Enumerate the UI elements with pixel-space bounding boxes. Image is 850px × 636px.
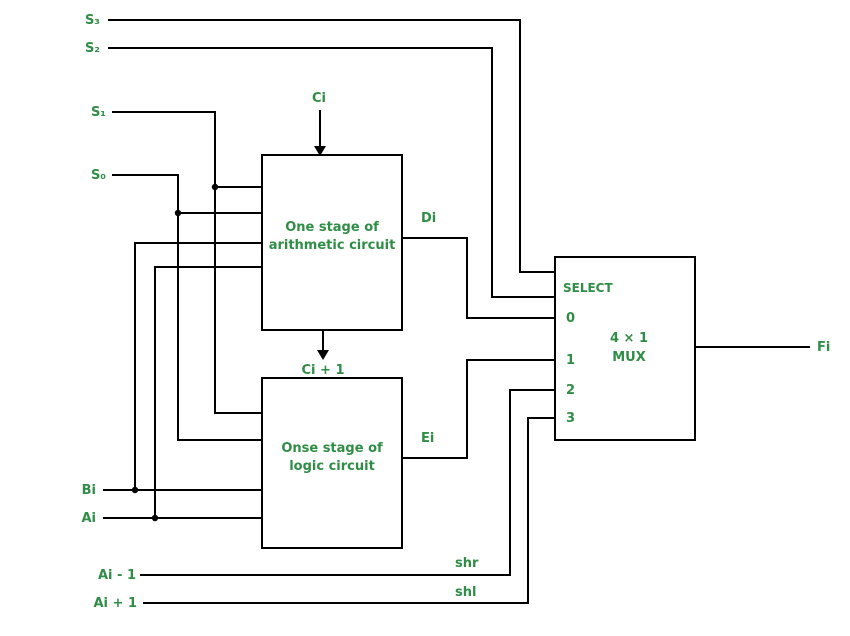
logic-box-label-line1: Onse stage of <box>281 441 383 456</box>
ci-plus-1-arrowhead-icon <box>317 350 329 360</box>
arithmetic-circuit-box <box>261 154 403 331</box>
mux-title-line1: 4 × 1 <box>610 331 648 346</box>
di-wire <box>402 237 555 319</box>
ai-arithmetic-branch-wire <box>154 266 262 518</box>
s2-wire <box>108 47 555 298</box>
logic-circuit-box <box>261 377 403 549</box>
bi-arithmetic-branch-wire <box>134 242 262 490</box>
mux-box <box>554 256 696 441</box>
mux-input-3-label: 3 <box>566 411 575 426</box>
s0-junction-dot <box>174 209 182 217</box>
arithmetic-box-label-line1: One stage of <box>285 220 379 235</box>
ai-label: Ai <box>81 511 96 526</box>
ai-minus-1-shr-wire <box>140 389 555 576</box>
bi-label: Bi <box>82 483 96 498</box>
shr-label: shr <box>455 556 479 571</box>
ai-plus-1-shl-wire <box>143 417 555 604</box>
ci-plus-1-label: Ci + 1 <box>302 363 345 378</box>
mux-input-2-label: 2 <box>566 383 575 398</box>
ci-arrowhead-icon <box>314 146 326 156</box>
s2-label: S₂ <box>85 41 100 56</box>
s3-wire <box>108 19 555 273</box>
s3-label: S₃ <box>85 13 100 28</box>
ai-junction-dot <box>151 514 159 522</box>
di-label: Di <box>421 211 436 226</box>
mux-select-label: SELECT <box>563 281 613 295</box>
bi-junction-dot <box>131 486 139 494</box>
mux-input-1-label: 1 <box>566 353 575 368</box>
ei-wire <box>402 359 555 459</box>
logic-box-label-line2: logic circuit <box>289 459 375 474</box>
ai-minus-1-label: Ai - 1 <box>98 568 136 583</box>
mux-title-line2: MUX <box>612 350 646 365</box>
s0-label: S₀ <box>91 168 106 183</box>
shl-label: shl <box>455 585 476 600</box>
arithmetic-box-label-line2: arithmetic circuit <box>269 238 396 253</box>
ai-plus-1-label: Ai + 1 <box>93 596 137 611</box>
s1-label: S₁ <box>91 105 106 120</box>
s1-wire <box>112 111 262 414</box>
s1-junction-dot <box>211 183 219 191</box>
s0-wire <box>112 174 262 441</box>
mux-input-0-label: 0 <box>566 311 575 326</box>
fi-label: Fi <box>817 340 830 355</box>
ei-label: Ei <box>421 431 434 446</box>
ci-label: Ci <box>312 91 326 106</box>
